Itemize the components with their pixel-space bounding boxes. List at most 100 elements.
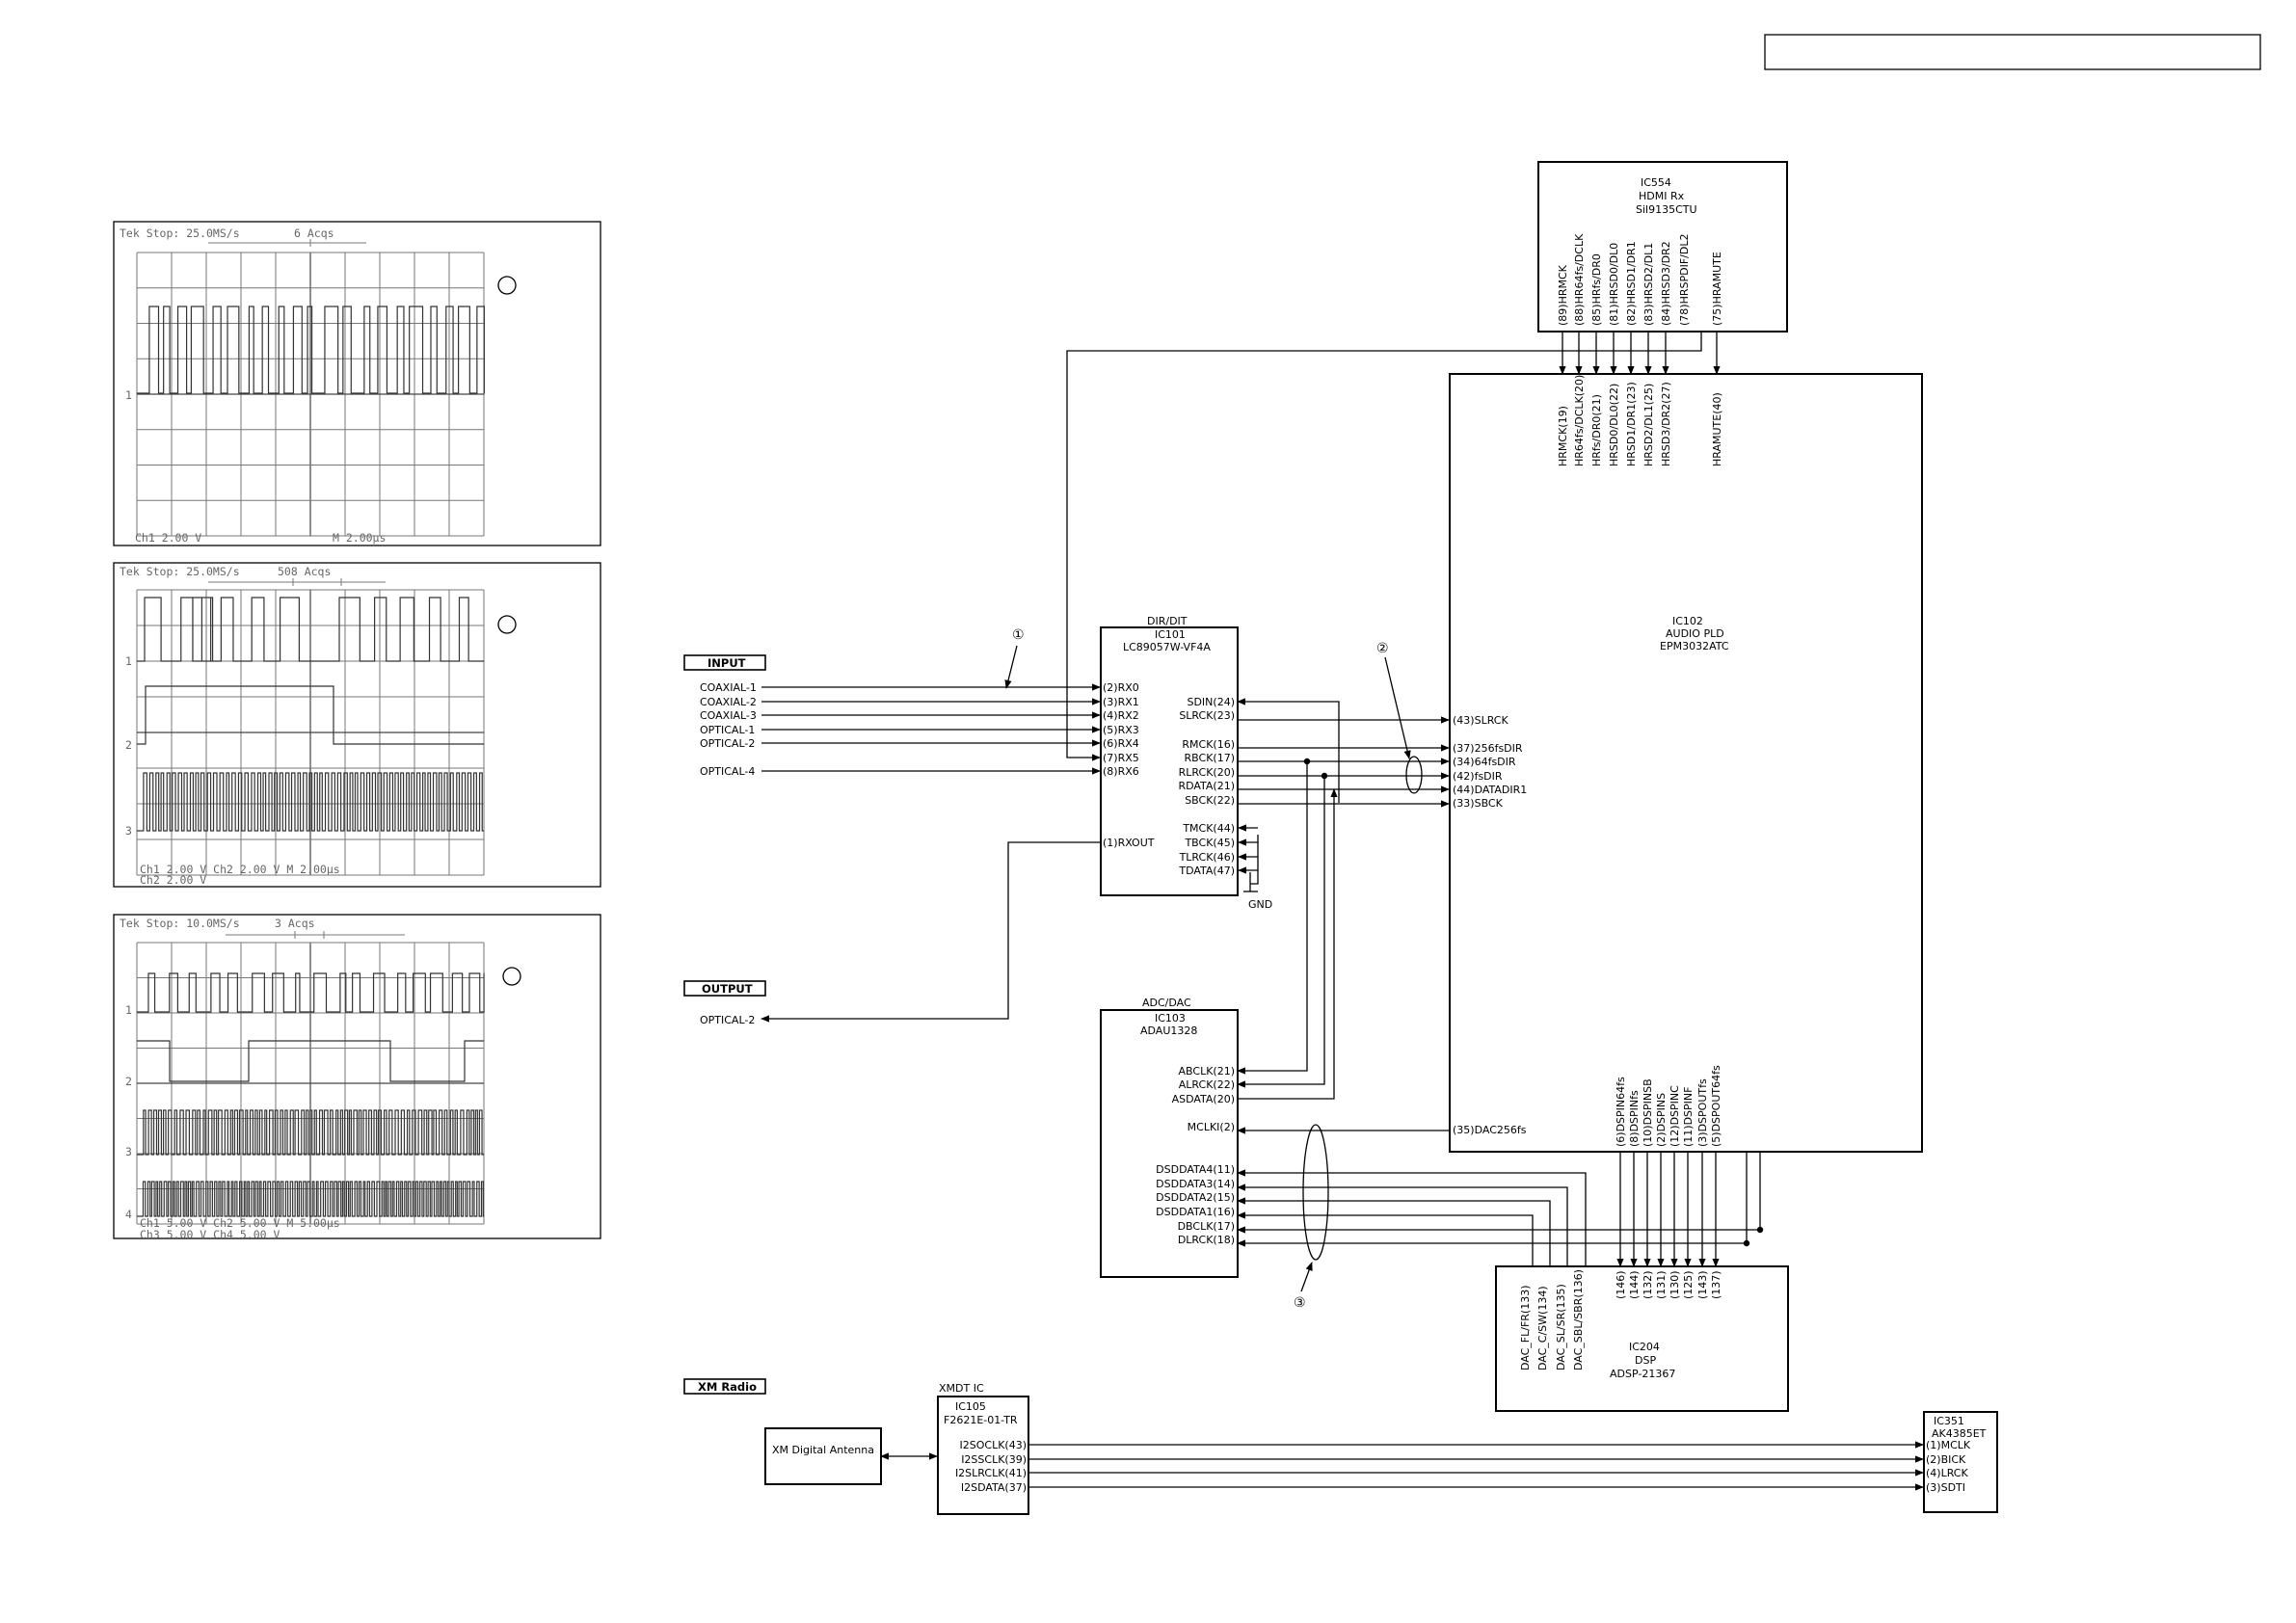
ic204-pin: (143) (1696, 1270, 1709, 1299)
scope-3-ch-4: 4 (125, 1208, 132, 1221)
scope-panel-3: Tek Stop: 10.0MS/s 3 Acqs 1 2 3 4 Ch1 5.… (113, 914, 601, 1241)
ic101-right-pin: SBCK(22) (1185, 794, 1235, 807)
scope-3-trace-3 (137, 1109, 484, 1156)
ic554-pin: (78)HRSPDIF/DL2 (1678, 234, 1691, 326)
ic102-top-pin: HRSD1/DR1(23) (1625, 382, 1638, 466)
ic103-pin: DSDDATA3(14) (1156, 1178, 1235, 1190)
scope-3-footer-1: Ch1 5.00 V Ch2 5.00 V M 5.00µs (140, 1216, 340, 1230)
gnd-label: GND (1248, 898, 1272, 911)
ic554-pin: (81)HRSD0/DL0 (1608, 243, 1620, 326)
wiring (761, 332, 1924, 1491)
ic554-pin: (84)HRSD3/DR2 (1660, 241, 1672, 326)
ic102-bottom-pin: (2)DSPINS (1655, 1093, 1668, 1147)
ic105-pin: I2SSCLK(39) (961, 1453, 1027, 1466)
xm-antenna-label: XM Digital Antenna (772, 1444, 874, 1456)
xm-radio-tag: XM Radio (683, 1378, 766, 1395)
ic204-pin: DAC_SBL/SBR(136) (1572, 1269, 1585, 1370)
scope-3-ch-2: 2 (125, 1075, 132, 1088)
ic554-pin: (89)HRMCK (1557, 264, 1569, 326)
input-label: COAXIAL-1 (700, 681, 757, 694)
ic351-box (1923, 1411, 1998, 1513)
spdif-loop-wire (1066, 332, 1702, 761)
ic101-right-pin: RBCK(17) (1185, 752, 1235, 764)
output-tag: OUTPUT (683, 980, 766, 997)
abclk-wire (1237, 761, 1308, 1075)
header-box (1764, 34, 2261, 70)
input-label: COAXIAL-3 (700, 709, 757, 722)
ic105-box (937, 1396, 1029, 1515)
scope-3-trace-1 (137, 972, 485, 1013)
scope-3-ch-3: 3 (125, 1145, 132, 1158)
asdata-wire (1238, 788, 1338, 1100)
ic351-pin: (4)LRCK (1926, 1467, 1968, 1479)
ic103-pin: DBCLK(17) (1178, 1220, 1235, 1233)
ic101-left-pin: (1)RXOUT (1103, 837, 1155, 849)
scope-1-ch-1: 1 (125, 388, 132, 402)
ic101-right-pin: TMCK(44) (1182, 822, 1235, 835)
callout-2: ② (1376, 641, 1389, 656)
ic204-pin: (130) (1669, 1270, 1681, 1299)
ic101-left-pin: (6)RX4 (1103, 737, 1139, 750)
ic102-title-3: EPM3032ATC (1660, 640, 1729, 652)
output-optical-label: OPTICAL-2 (700, 1014, 755, 1026)
ic103-pin: ALRCK(22) (1179, 1078, 1235, 1091)
input-label: COAXIAL-2 (700, 696, 757, 708)
ic103-pin: MCLKI(2) (1188, 1121, 1235, 1133)
ic204-pin: (144) (1628, 1270, 1641, 1299)
scope-3-footer-2: Ch3 5.00 V Ch4 5.00 V (140, 1228, 280, 1241)
scope-2-acqs: 508 Acqs (278, 565, 331, 578)
ic103-pin: DSDDATA1(16) (1156, 1206, 1235, 1218)
ic351-pin: (3)SDTI (1926, 1481, 1965, 1494)
ic101-right-pin: SLRCK(23) (1179, 709, 1235, 722)
ic101-left-pin: (4)RX2 (1103, 709, 1139, 722)
input-label: OPTICAL-1 (700, 724, 755, 736)
tmck-wire (1250, 835, 1259, 885)
scope-1-footer-2: M 2.00µs (333, 531, 386, 545)
ic554-pin: (88)HR64fs/DCLK (1573, 233, 1586, 326)
scope-2-marker-circle (497, 615, 517, 634)
scope-3-marker-circle (502, 967, 521, 986)
scope-1-marker-circle (497, 276, 517, 295)
dsd-wire (1237, 1211, 1534, 1266)
ic554-title-1: IC554 (1641, 176, 1671, 189)
ic351-title-2: AK4385ET (1932, 1427, 1987, 1440)
scope-1-acqs: 6 Acqs (294, 226, 334, 240)
ic101-left-pin: (5)RX3 (1103, 724, 1139, 736)
ic204-title-3: ADSP-21367 (1610, 1368, 1675, 1380)
ic102-top-pin: HRfs/DR0(21) (1590, 394, 1603, 466)
ic351-pin: (2)BICK (1926, 1453, 1966, 1466)
ic554-pin: (82)HRSD1/DR1 (1625, 241, 1638, 326)
ic351-title-1: IC351 (1934, 1415, 1964, 1427)
scope-panel-1: Tek Stop: 25.0MS/s 6 Acqs 1 Ch1 2.00 V M… (113, 221, 601, 546)
input-label: OPTICAL-4 (700, 765, 755, 778)
ic102-left-pin: (44)DATADIR1 (1453, 784, 1527, 796)
ic105-title-3: F2621E-01-TR (944, 1414, 1018, 1426)
scope-2-header: Tek Stop: 25.0MS/s (120, 565, 240, 578)
scope-3-header: Tek Stop: 10.0MS/s (120, 917, 240, 930)
ic102-bottom-pin: (12)DSPINC (1669, 1085, 1681, 1147)
ic102-left-pin: (33)SBCK (1453, 797, 1504, 810)
bundle-ellipse-3 (1302, 1124, 1329, 1261)
ic102-title-1: IC102 (1672, 615, 1703, 627)
scope-3-trace-2 (137, 1040, 484, 1082)
ic102-left-pin: (43)SLRCK (1453, 714, 1508, 727)
ic101-right-pin: RMCK(16) (1182, 738, 1235, 751)
ic204-pin: DAC_SL/SR(135) (1555, 1284, 1567, 1370)
ic554-pin: (83)HRSD2/DL1 (1642, 243, 1655, 326)
dsd-wire (1237, 1169, 1587, 1266)
ic102-top-pin: HRSD2/DL1(25) (1642, 384, 1655, 466)
ic204-pin: (131) (1655, 1270, 1668, 1299)
ic101-right-pin: TLRCK(46) (1179, 851, 1235, 864)
alrck-wire (1237, 776, 1325, 1088)
ic204-pin: DAC_FL/FR(133) (1519, 1286, 1532, 1371)
ic101-title-2: IC101 (1155, 628, 1186, 641)
ic102-bottom-pin: (3)DSPOUTfs (1696, 1078, 1709, 1147)
ic103-title-3: ADAU1328 (1140, 1024, 1197, 1037)
ic102-left-pin: (37)256fsDIR (1453, 742, 1523, 755)
callout-2-leader (1384, 656, 1411, 759)
ic554-box (1537, 161, 1788, 333)
ic105-pin: I2SOCLK(43) (960, 1439, 1028, 1451)
ic204-pin: (137) (1710, 1270, 1722, 1299)
scope-2-trace-2 (137, 685, 484, 745)
ic102-bottom-pin: (8)DSPINfs (1628, 1090, 1641, 1147)
